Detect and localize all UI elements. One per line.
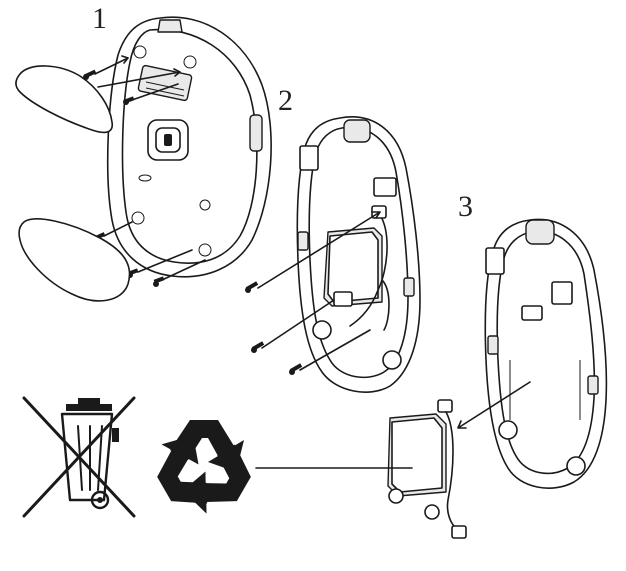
screw-icon [123, 96, 135, 105]
mouse-housing-step3 [457, 218, 608, 489]
screw-icon [251, 341, 265, 353]
step-2-label: 2 [278, 84, 293, 117]
crossed-out-wheelie-bin-icon [22, 396, 136, 518]
mouse-bottom-view [83, 16, 272, 287]
screw-icon [289, 363, 303, 375]
step-3-label: 3 [458, 190, 473, 223]
recycle-arrows-icon [157, 420, 251, 514]
screw-icon [83, 69, 97, 80]
lower-skate [18, 218, 131, 302]
removed-battery [387, 399, 467, 539]
screw-icon [245, 281, 259, 293]
screw-icon [153, 276, 165, 287]
mouse-housing-step2 [245, 116, 421, 393]
upper-skate [15, 65, 114, 134]
step-1-label: 1 [92, 2, 107, 35]
